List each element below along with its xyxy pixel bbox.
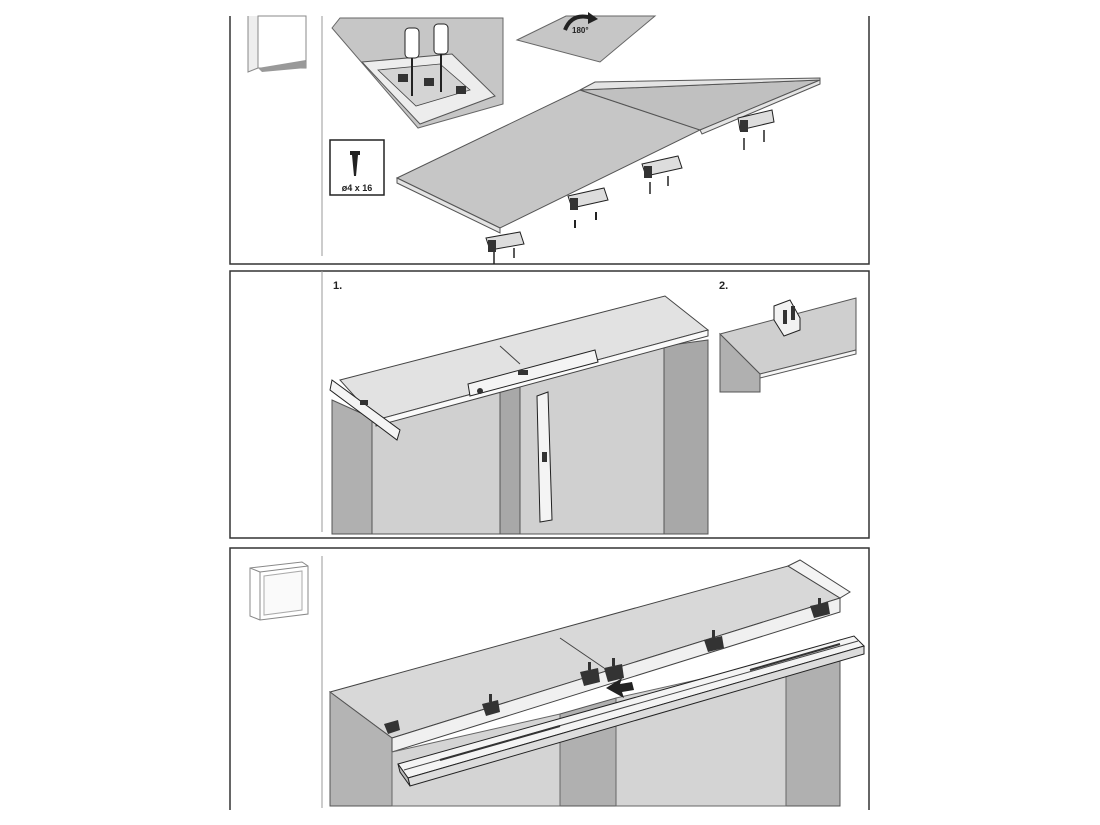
panel-1: 180° ø4 x 16: [229, 12, 870, 265]
spirit-level-icon: [467, 349, 599, 397]
panel-1-frame: [229, 16, 870, 265]
rail-clip: [604, 658, 624, 682]
panel-3: [229, 547, 870, 810]
wardrobe-carcass: [331, 295, 710, 535]
hardware-label: ø4 x 16: [342, 183, 373, 193]
hardware-box: ø4 x 16: [329, 139, 385, 196]
panel-2-frame: [229, 270, 870, 539]
push-arrow-icon: [606, 678, 634, 698]
rail-clip: [384, 720, 400, 734]
mounting-bracket: [485, 231, 525, 264]
panel-2: 1. 2.: [229, 270, 870, 539]
rail-clip: [482, 694, 500, 716]
panel-3-frame: [229, 547, 870, 810]
screwdriver-icon: [433, 23, 449, 92]
mounting-bracket: [737, 109, 775, 150]
top-panels: [395, 77, 821, 234]
sub-step-1-label: 1.: [333, 280, 342, 292]
spirit-level-icon: [536, 391, 553, 523]
rotation-label: 180°: [572, 26, 589, 35]
corner-bracket-detail: [719, 297, 857, 393]
rail-clip: [810, 598, 830, 618]
sliding-door-rail-icon: [397, 635, 865, 787]
mounting-bracket: [567, 187, 609, 228]
wardrobe-top: [328, 559, 851, 807]
spirit-level-icon: [329, 379, 401, 441]
wardrobe-outline-icon: [249, 561, 309, 621]
sub-step-2-label: 2.: [719, 280, 728, 292]
rail-clip: [580, 662, 600, 686]
inset-rotate-detail: 180°: [515, 12, 657, 63]
screwdriver-icon: [404, 27, 420, 96]
wardrobe-outline-icon: [247, 15, 307, 73]
mounting-bracket: [641, 155, 683, 194]
corner-bracket-icon: [773, 299, 801, 337]
rail-clip: [704, 630, 724, 652]
inset-screwdriver-detail: [331, 17, 504, 129]
screw-icon: [350, 151, 360, 176]
